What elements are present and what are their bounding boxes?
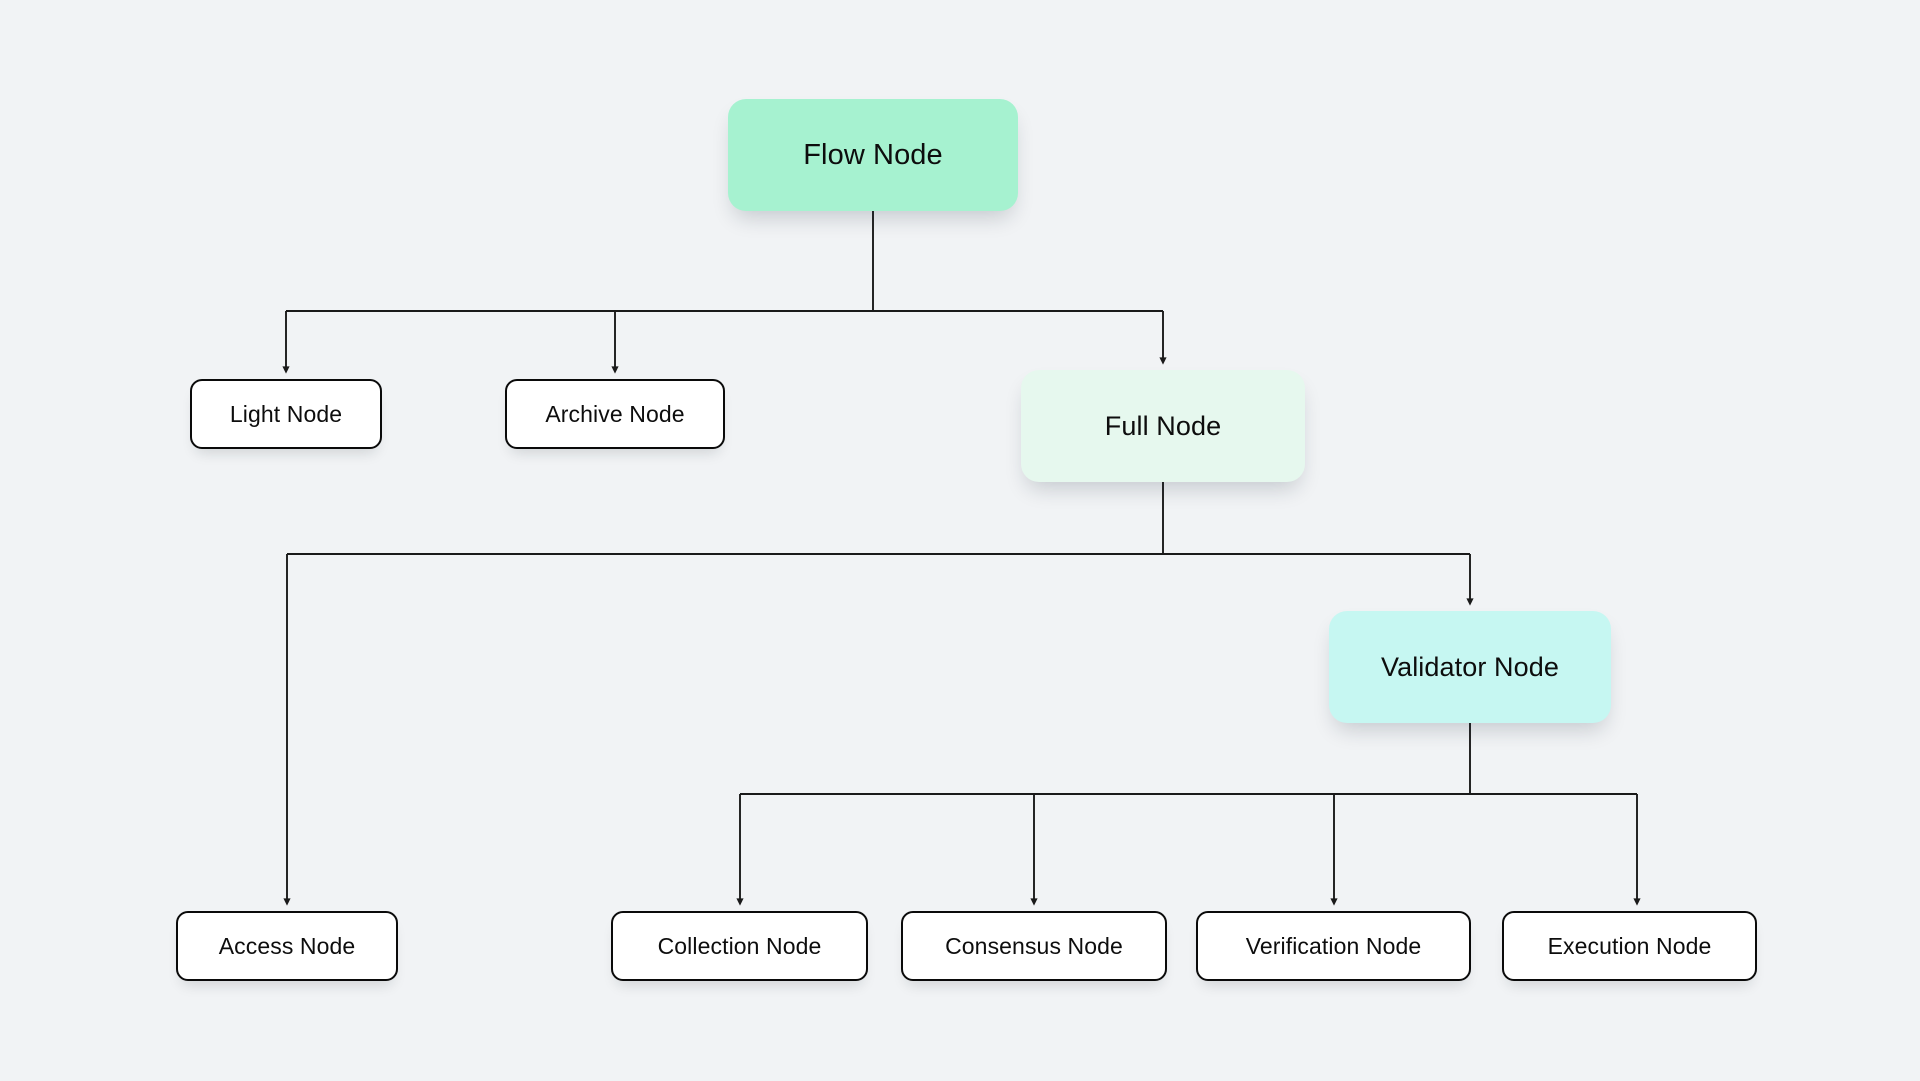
node-collection[interactable]: Collection Node bbox=[611, 911, 868, 981]
node-validator-label: Validator Node bbox=[1380, 651, 1559, 682]
node-flow-label: Flow Node bbox=[803, 138, 943, 171]
node-access-label: Access Node bbox=[218, 932, 356, 959]
node-consensus[interactable]: Consensus Node bbox=[901, 911, 1167, 981]
node-full-label: Full Node bbox=[1104, 410, 1222, 441]
node-execution[interactable]: Execution Node bbox=[1502, 911, 1757, 981]
node-validator[interactable]: Validator Node bbox=[1329, 611, 1611, 723]
node-verification[interactable]: Verification Node bbox=[1196, 911, 1471, 981]
node-full[interactable]: Full Node bbox=[1021, 370, 1305, 482]
node-execution-label: Execution Node bbox=[1547, 932, 1712, 959]
node-collection-label: Collection Node bbox=[657, 932, 822, 959]
node-archive-label: Archive Node bbox=[545, 400, 685, 427]
node-verification-label: Verification Node bbox=[1245, 932, 1422, 959]
edge-group-full bbox=[283, 482, 1474, 906]
node-consensus-label: Consensus Node bbox=[945, 932, 1123, 959]
edge-group-validator bbox=[736, 723, 1641, 906]
node-light-label: Light Node bbox=[229, 400, 343, 427]
node-access[interactable]: Access Node bbox=[176, 911, 398, 981]
node-flow[interactable]: Flow Node bbox=[728, 99, 1018, 211]
edge-group-flow bbox=[282, 211, 1167, 374]
node-light[interactable]: Light Node bbox=[190, 379, 382, 449]
node-archive[interactable]: Archive Node bbox=[505, 379, 725, 449]
